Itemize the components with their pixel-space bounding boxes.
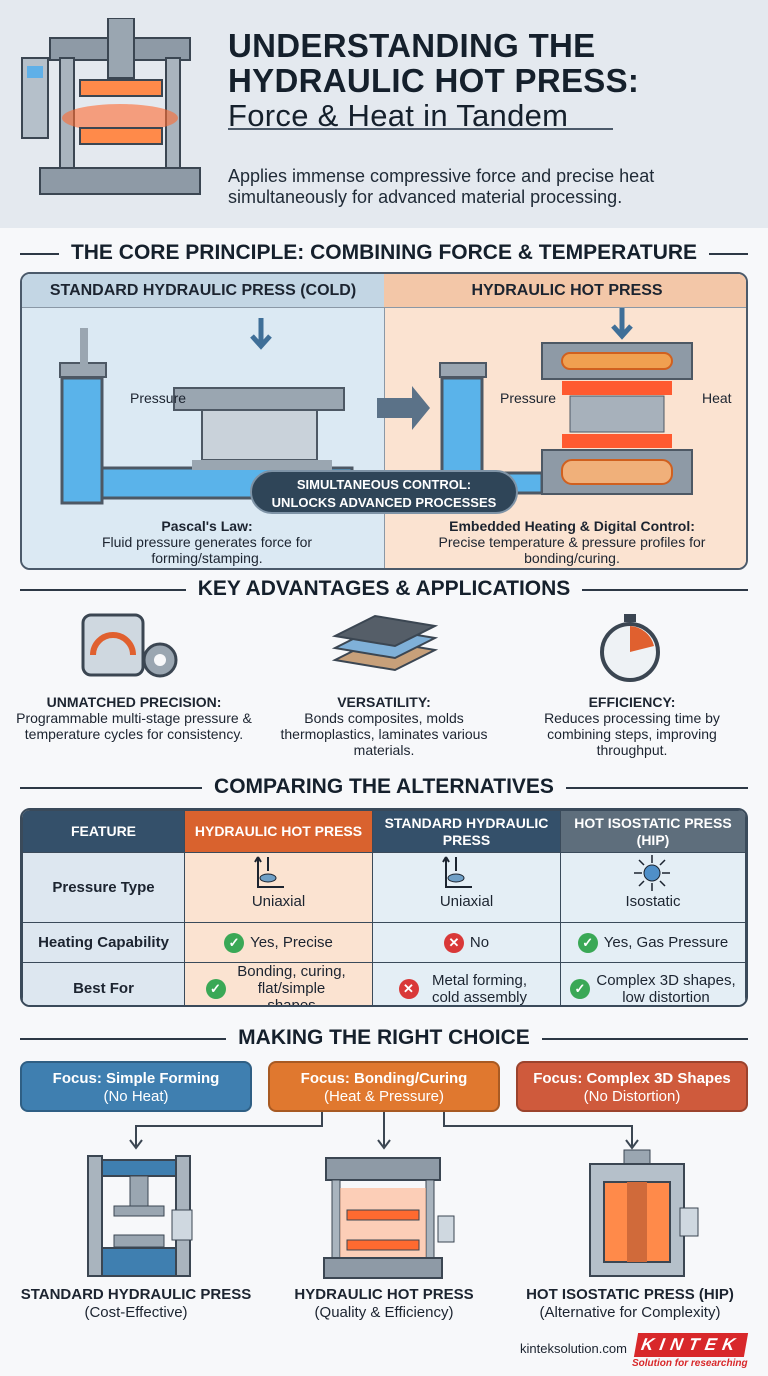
footer-url[interactable]: kinteksolution.com	[520, 1341, 627, 1356]
table-cell: Isostatic	[560, 852, 746, 923]
isostatic-icon	[634, 855, 670, 891]
x-icon: ✕	[443, 932, 464, 953]
advantage-efficiency: EFFICIENCY:Reduces processing time by co…	[544, 694, 720, 758]
press-schematics	[59, 308, 693, 505]
gauge-gear-icon	[81, 613, 178, 678]
hip-press-illustration	[589, 1149, 699, 1277]
advantage-versatility: VERSATILITY:Bonds composites, molds ther…	[280, 694, 488, 758]
arrow-icon	[377, 386, 430, 430]
cold-press-diagram	[59, 318, 354, 505]
feature-cell: Pressure Type	[22, 852, 185, 923]
column-header: HYDRAULIC HOT PRESS	[184, 810, 373, 853]
table-cell: ✕No	[372, 922, 561, 963]
hot-press-illustration	[21, 18, 201, 195]
feature-cell: Best For	[22, 962, 185, 1005]
x-icon: ✕	[398, 978, 419, 999]
page-subtitle: Applies immense compressive force and pr…	[228, 166, 655, 207]
simultaneous-control-badge: SIMULTANEOUS CONTROL:UNLOCKS ADVANCED PR…	[250, 470, 518, 514]
table-header-row: FEATURE HYDRAULIC HOT PRESS STANDARD HYD…	[22, 810, 746, 853]
section-heading-advantages: KEY ADVANTAGES & APPLICATIONS	[0, 577, 768, 601]
hot-panel-title: HYDRAULIC HOT PRESS	[384, 274, 746, 308]
heat-label: Heat	[702, 390, 732, 406]
check-icon: ✓	[570, 978, 590, 999]
advantage-precision: UNMATCHED PRECISION:Programmable multi-s…	[16, 694, 252, 742]
table-cell: ✕Metal forming, cold assembly	[372, 962, 561, 1005]
check-icon: ✓	[205, 978, 226, 999]
material-layers-icon	[331, 614, 439, 672]
column-header: FEATURE	[22, 810, 185, 853]
table-cell: ✓Yes, Gas Pressure	[560, 922, 746, 963]
table-row: Best For ✓Bonding, curing, flat/simple s…	[22, 962, 746, 1005]
uniaxial-icon	[442, 856, 472, 888]
focus-complex-shapes: Focus: Complex 3D Shapes(No Distortion)	[516, 1061, 748, 1112]
hot-press-illustration-small	[323, 1157, 455, 1279]
section-heading-core: THE CORE PRINCIPLE: COMBINING FORCE & TE…	[0, 241, 768, 265]
standard-press-illustration	[87, 1155, 193, 1277]
column-header: HOT ISOSTATIC PRESS (HIP)	[560, 810, 746, 853]
stopwatch-icon	[600, 614, 660, 682]
section-heading-comparison: COMPARING THE ALTERNATIVES	[0, 775, 768, 799]
cold-panel-title: STANDARD HYDRAULIC PRESS (COLD)	[22, 274, 384, 308]
core-principle-panel: STANDARD HYDRAULIC PRESS (COLD) HYDRAULI…	[20, 272, 748, 570]
uniaxial-icon	[254, 856, 284, 888]
logo-tagline: Solution for researching	[632, 1358, 748, 1369]
check-icon: ✓	[577, 932, 598, 953]
check-icon: ✓	[224, 932, 245, 953]
machine-standard-press: STANDARD HYDRAULIC PRESS(Cost-Effective)	[20, 1286, 252, 1321]
hot-pressure-label: Pressure	[500, 390, 557, 406]
connector-arrows	[129, 1112, 639, 1150]
column-header: STANDARD HYDRAULIC PRESS	[372, 810, 561, 853]
title-divider	[228, 128, 613, 130]
kintek-logo: KINTEK	[633, 1333, 749, 1357]
hot-press-diagram	[439, 308, 693, 505]
heating-control-caption: Embedded Heating & Digital Control:Preci…	[438, 518, 706, 566]
table-row: Heating Capability ✓Yes, Precise ✕No ✓Ye…	[22, 922, 746, 963]
cold-pressure-label: Pressure	[130, 390, 187, 406]
table-cell: ✓Complex 3D shapes, low distortion	[560, 962, 746, 1005]
table-cell: ✓Yes, Precise	[184, 922, 373, 963]
section-heading-choice: MAKING THE RIGHT CHOICE	[0, 1026, 768, 1050]
table-cell: Uniaxial	[372, 852, 561, 923]
machine-hip: HOT ISOSTATIC PRESS (HIP)(Alternative fo…	[526, 1286, 734, 1321]
table-cell: ✓Bonding, curing, flat/simple shapes	[184, 962, 373, 1005]
comparison-table: FEATURE HYDRAULIC HOT PRESS STANDARD HYD…	[20, 808, 748, 1007]
focus-bonding-curing: Focus: Bonding/Curing(Heat & Pressure)	[268, 1061, 500, 1112]
machine-hot-press: HYDRAULIC HOT PRESS(Quality & Efficiency…	[294, 1286, 474, 1321]
focus-simple-forming: Focus: Simple Forming(No Heat)	[20, 1061, 252, 1112]
feature-cell: Heating Capability	[22, 922, 185, 963]
pascals-law-caption: Pascal's Law:Fluid pressure generates fo…	[101, 518, 313, 566]
